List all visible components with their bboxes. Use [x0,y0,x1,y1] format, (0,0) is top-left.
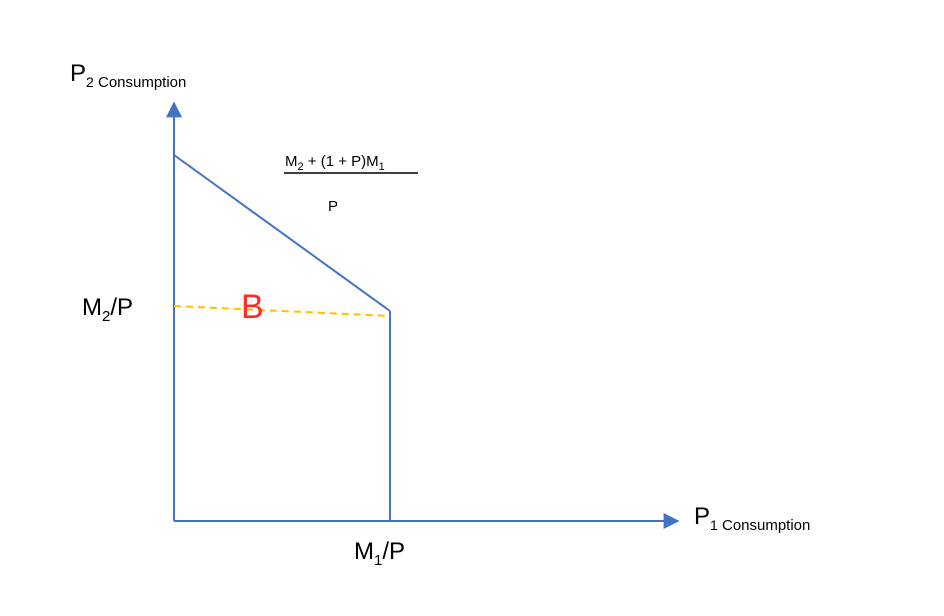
formula-num-sub2: 1 [378,161,385,173]
y-axis-sub: 2 [86,74,94,90]
x-kink-sub: 1 [374,552,383,569]
formula-num-sub1: 2 [297,161,304,173]
x-axis-base: P [694,503,711,530]
budget-line-sloped [173,154,391,312]
formula-denominator: P [328,198,339,215]
formula-num-pre: M [285,153,298,170]
x-axis-text: Consumption [717,517,811,534]
y-axis-base: P [70,60,87,87]
y-intercept-post: /P [110,294,134,321]
x-kink-pre: M [354,538,374,565]
formula-numerator: M2 + (1 + P)M1 [285,153,385,173]
formula-num-mid: + (1 + P)M [303,153,379,170]
x-axis-sub: 1 [710,517,718,533]
x-kink-label: M1/P [354,538,406,569]
y-intercept-pre: M [82,294,102,321]
x-kink-post: /P [382,538,406,565]
y-axis-label: P2 Consumption [70,60,186,91]
y-intercept-label: M2/P [82,294,134,325]
dashed-reference-line [173,305,391,317]
x-axis-label: P1 Consumption [694,503,810,534]
y-axis-text: Consumption [93,74,187,91]
y-intercept-sub: 2 [102,308,111,325]
point-b-label: B [241,288,264,326]
